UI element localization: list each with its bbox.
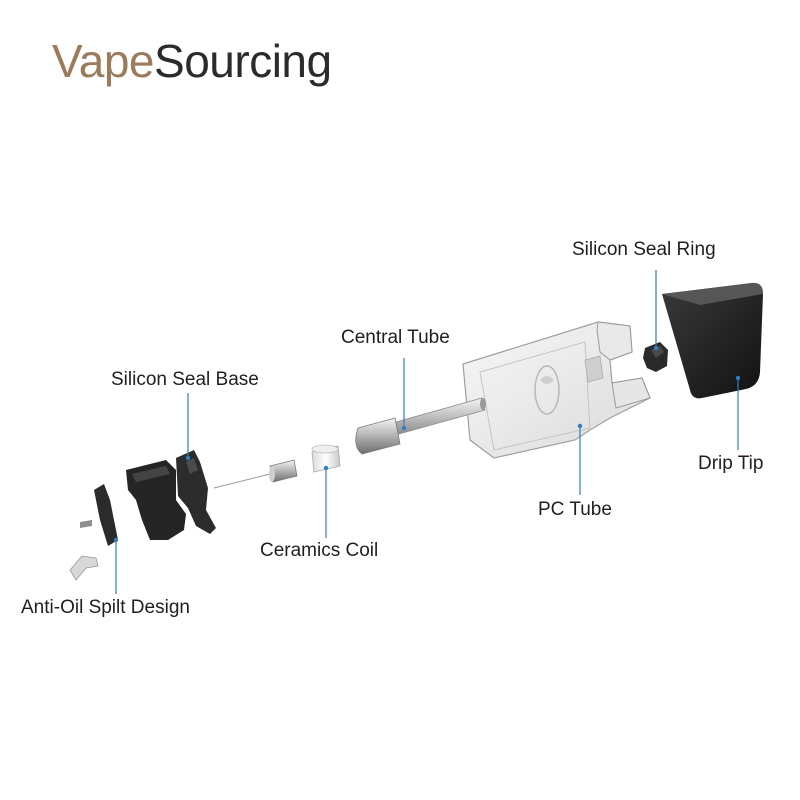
central-tube-part [355,397,486,455]
brand-logo-part2: Sourcing [154,35,332,87]
leader-lines [115,270,739,594]
pc-tube-part [462,321,651,459]
ceramics-coil-part [311,444,341,473]
label-ceramics-coil: Ceramics Coil [260,540,379,561]
anti-oil-spilt-part [69,484,118,581]
leader-dots [113,345,741,543]
coil-cap-part [213,459,298,489]
brand-logo: VapeSourcing [52,38,332,84]
label-pc-tube: PC Tube [538,499,612,520]
label-central-tube: Central Tube [341,327,450,348]
drip-tip-part [662,282,763,399]
label-anti-oil-spilt-design: Anti-Oil Spilt Design [21,597,190,618]
label-silicon-seal-ring: Silicon Seal Ring [572,239,716,260]
label-drip-tip: Drip Tip [698,453,764,474]
silicon-seal-base-part [126,450,216,540]
brand-logo-part1: Vape [52,35,155,87]
label-silicon-seal-base: Silicon Seal Base [111,369,259,390]
